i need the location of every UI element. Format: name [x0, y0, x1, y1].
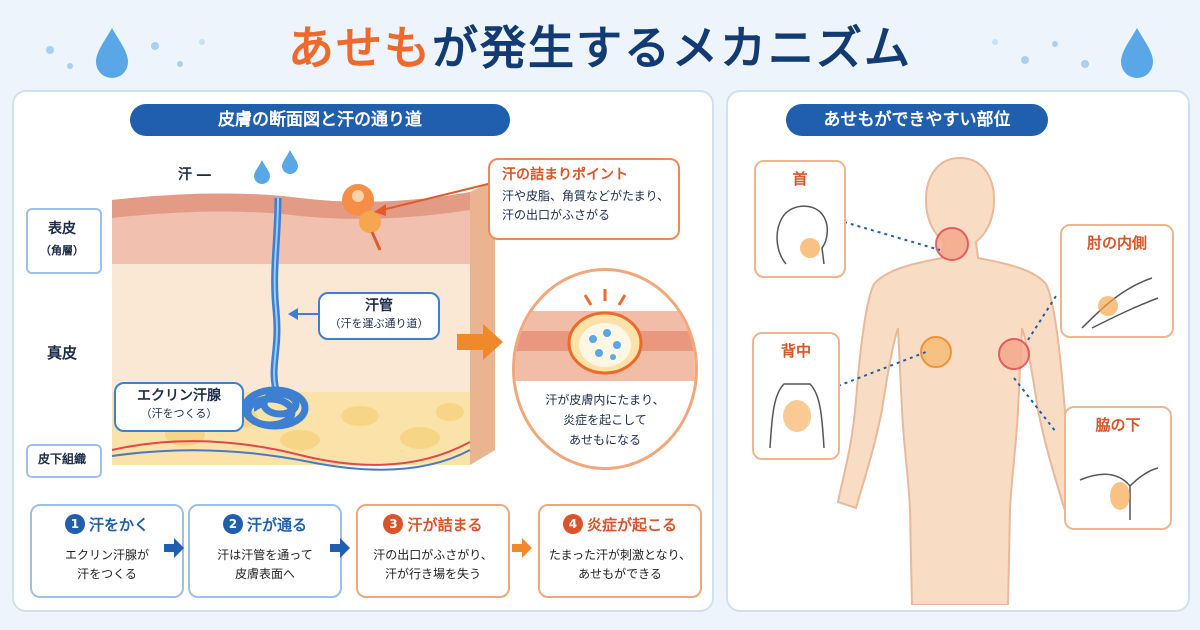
layer-bracket-epidermis [26, 208, 102, 274]
zoom-line2: 炎症を起こして [563, 413, 647, 427]
site-label-armpit: 脇の下 [1095, 416, 1141, 434]
layer-label-dermis: 真皮 [46, 344, 77, 362]
step-line1: 汗は汗管を通って [217, 548, 313, 562]
site-card-back: 背中 [752, 332, 840, 460]
armpit-illustration-icon [1079, 467, 1159, 520]
droplet-decoration-right [992, 28, 1153, 78]
sweat-label: 汗 ― [178, 167, 211, 183]
step-number: 3 [383, 514, 404, 534]
duct-callout: 汗管 （汗を運ぶ通り道） [318, 292, 440, 340]
step-line2: 汗が行き場を失う [384, 567, 481, 581]
back-illustration-icon [769, 383, 825, 449]
body-figure [836, 156, 1084, 605]
hotspot-neck [935, 227, 969, 261]
zoom-line3: あせもになる [568, 433, 641, 447]
step-number: 2 [222, 514, 243, 534]
step-line2: 汗をつくる [77, 567, 137, 581]
clog-point-callout: 汗の詰まりポイント 汗や皮脂、角質などがたまり、 汗の出口がふさがる [488, 158, 680, 240]
left-panel-heading: 皮膚の断面図と汗の通り道 [130, 104, 510, 136]
elbow-illustration-icon [1081, 277, 1159, 329]
droplet-decoration-left [46, 28, 205, 78]
hotspot-back [920, 336, 952, 368]
zoom-line1: 汗が皮膚内にたまり、 [545, 393, 665, 407]
layer-label-subcutis: 皮下組織 [37, 452, 86, 466]
step-arrow-icon [164, 538, 184, 558]
leader-lines [837, 221, 1057, 433]
droplet-icon [96, 28, 128, 78]
title-part1: あせも [288, 21, 432, 75]
site-card-armpit: 脇の下 [1064, 406, 1172, 530]
site-label-back: 背中 [780, 342, 811, 360]
layer-label-epidermis-sub: （角層） [40, 244, 84, 257]
sweat-gland [241, 386, 309, 430]
duct-sub: （汗を運ぶ通り道） [329, 317, 429, 330]
neck-illustration-icon [776, 205, 828, 265]
gland-pointer-arrow [242, 400, 264, 412]
step-title: 炎症が起こる [586, 516, 677, 534]
step-number: 1 [64, 514, 85, 534]
site-card-elbow: 肘の内側 [1060, 224, 1174, 338]
droplet-icon [1121, 28, 1153, 78]
gland-sub: （汗をつくる） [140, 407, 218, 420]
clog-point-line2: 汗の出口がふさがる [502, 208, 611, 222]
zoom-circle: 汗が皮膚内にたまり、 炎症を起こして あせもになる [512, 268, 698, 470]
gland-title: エクリン汗腺 [137, 388, 221, 404]
page-title: あせもが発生するメカニズム [0, 12, 1200, 78]
site-card-neck: 首 [754, 160, 846, 278]
step-line2: 皮膚表面へ [234, 567, 295, 581]
clog-point-line1: 汗や皮脂、角質などがたまり、 [502, 189, 670, 203]
step-line1: 汗の出口がふさがり、 [373, 548, 493, 562]
step-title: 汗が詰まる [407, 516, 483, 534]
hotspot-elbow [998, 338, 1030, 370]
duct-title: 汗管 [365, 298, 393, 314]
clog-point-title: 汗の詰まりポイント [502, 167, 628, 183]
duct-pointer-arrow [288, 308, 318, 320]
layer-label-epidermis: 表皮 [48, 221, 76, 237]
step-arrow-icon [330, 538, 350, 558]
right-panel-heading: あせもができやすい部位 [786, 104, 1048, 136]
title-part2: が発生するメカニズム [432, 21, 912, 75]
step-number: 4 [562, 514, 583, 534]
layer-bracket-subcutis [26, 444, 102, 478]
zoom-arrow-icon [457, 324, 503, 360]
step-line2: あせもができる [578, 567, 662, 581]
step-line1: たまった汗が刺激となり、 [548, 548, 692, 562]
site-label-neck: 首 [792, 170, 808, 188]
gland-callout: エクリン汗腺 （汗をつくる） [114, 382, 244, 432]
step-title: 汗が通る [246, 516, 307, 534]
step-arrow-icon [512, 538, 532, 558]
sweat-drop-icon [254, 160, 270, 184]
step-title: 汗をかく [88, 516, 149, 534]
sweat-drop-icon [282, 150, 298, 174]
site-label-elbow: 肘の内側 [1086, 234, 1147, 252]
step-line1: エクリン汗腺が [64, 548, 149, 562]
skin-side-face [470, 180, 495, 465]
clog-pointer-arrow [374, 183, 489, 216]
